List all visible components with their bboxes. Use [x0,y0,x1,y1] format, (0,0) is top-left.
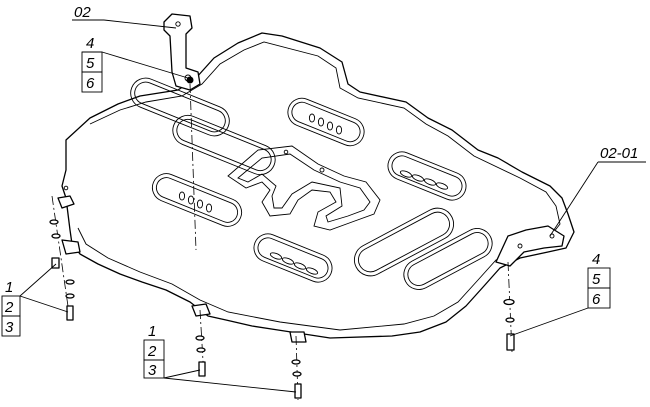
callout-label-1: 1 [5,279,13,296]
center-rib [227,145,381,231]
slot-inner [291,101,361,143]
washer [195,335,205,341]
callout-02-01: 02-01 [549,145,646,237]
holes-left [178,191,213,213]
rib-hole [319,167,325,173]
bolt-head [51,257,60,269]
spring-washer [292,371,302,377]
washer [291,359,301,365]
bracket-02 [163,13,201,91]
slot [403,228,493,290]
left-flange [57,195,75,209]
slot [172,114,276,176]
slot-cutouts [130,77,493,290]
bracket-hole [517,243,523,249]
slot [387,151,467,201]
skid-plate [57,32,575,343]
skid-plate-inner-edge [77,41,561,331]
bottom-tab [191,303,211,317]
bolt-head [186,76,194,84]
louvers-bottom [269,252,319,275]
callout-456-top: 4 5 6 [81,35,189,93]
callout-label-5: 5 [86,55,95,72]
slot-inner [176,118,272,172]
spring-washer [65,293,75,299]
washer [503,298,515,306]
rib-hole [283,149,289,155]
center-rib-inner [237,153,371,223]
bottom-tab [289,331,307,343]
fastener-stack-left [49,195,75,321]
callout-02: 02 [72,4,177,29]
slot [130,77,230,137]
callout-label-3: 3 [148,362,157,379]
bracket-02-body [163,13,201,91]
slot-inner [134,81,226,133]
slot-inner [391,155,463,197]
flange-hole [63,185,69,191]
slot-inner [155,177,239,223]
nut [49,219,59,225]
callout-label-2: 2 [4,299,14,316]
bolt [198,361,206,377]
left-lower-flange [61,239,81,255]
fastener-stack-right [503,261,515,353]
slot-inner [257,237,329,279]
bracket-02-01-body [495,225,565,267]
slot [287,97,365,147]
fastener-stack-bottom-1 [195,309,206,379]
callout-123-left: 1 2 3 [1,263,69,337]
callout-label-6: 6 [86,75,95,92]
callout-label-4: 4 [86,35,94,52]
slot-inner [357,211,451,273]
bolt [506,333,515,351]
slot [151,173,243,227]
callout-label-5: 5 [592,271,601,288]
callout-label-1: 1 [148,323,156,340]
bracket-hole [175,21,181,27]
washer [65,279,75,285]
bolt [294,383,302,399]
callout-label-2: 2 [147,343,157,360]
callout-label-6: 6 [592,291,601,308]
slot-inner [407,232,489,286]
callout-456-right: 4 5 6 [509,251,611,337]
spring-washer [196,347,206,353]
slot [253,233,333,283]
bracket-02-01 [495,225,565,267]
spring-washer [505,317,515,323]
callout-label-3: 3 [5,319,14,336]
holes-top [308,113,343,135]
callout-label-02: 02 [74,4,91,21]
callout-123-bottom: 1 2 3 [143,323,297,393]
washer [51,233,61,239]
callout-label-4: 4 [592,251,600,268]
fastener-stack-bottom-2 [291,335,302,401]
louvers-right [399,170,449,190]
slot [353,207,455,277]
callout-label-02-01: 02-01 [600,145,638,162]
skid-plate-outline [61,32,575,339]
assembly-axis [189,83,197,251]
bolt [66,305,74,321]
